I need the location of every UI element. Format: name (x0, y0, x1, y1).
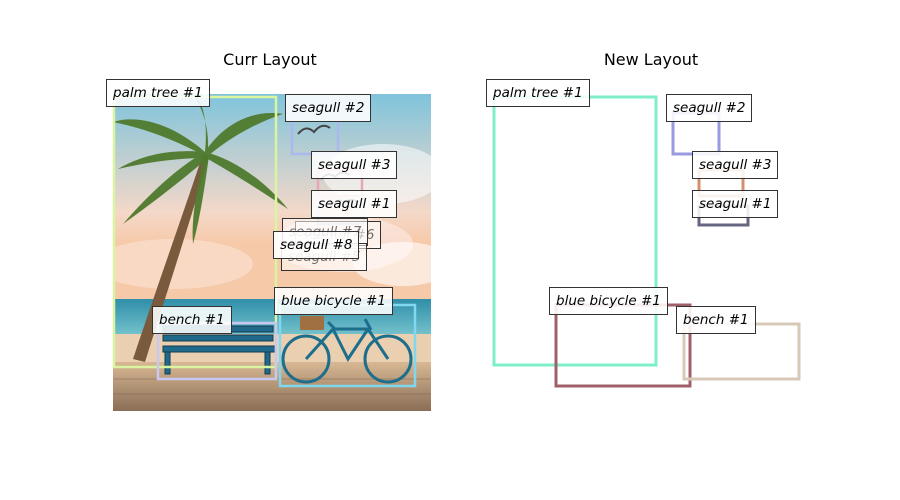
new-box-blue-bicycle-1 (554, 303, 692, 388)
new-label-bench-1: bench #1 (676, 306, 756, 334)
new-label-seagull-1: seagull #1 (692, 190, 779, 218)
new-box-palm-tree-1 (492, 95, 658, 367)
curr-label-bench-1: bench #1 (152, 306, 232, 334)
curr-label-seagull-8: seagull #8 (273, 231, 360, 259)
curr-label-palm-tree-1: palm tree #1 (106, 79, 210, 107)
curr-label-seagull-1: seagull #1 (311, 190, 398, 218)
new-label-seagull-3: seagull #3 (692, 151, 779, 179)
curr-label-seagull-2: seagull #2 (285, 94, 372, 122)
left-panel-title: Curr Layout (223, 50, 317, 69)
curr-label-blue-bicycle-1: blue bicycle #1 (274, 287, 393, 315)
new-label-blue-bicycle-1: blue bicycle #1 (549, 287, 668, 315)
right-panel-title: New Layout (603, 50, 699, 69)
curr-label-seagull-3: seagull #3 (311, 151, 398, 179)
new-label-seagull-2: seagull #2 (666, 94, 753, 122)
new-label-palm-tree-1: palm tree #1 (486, 79, 590, 107)
